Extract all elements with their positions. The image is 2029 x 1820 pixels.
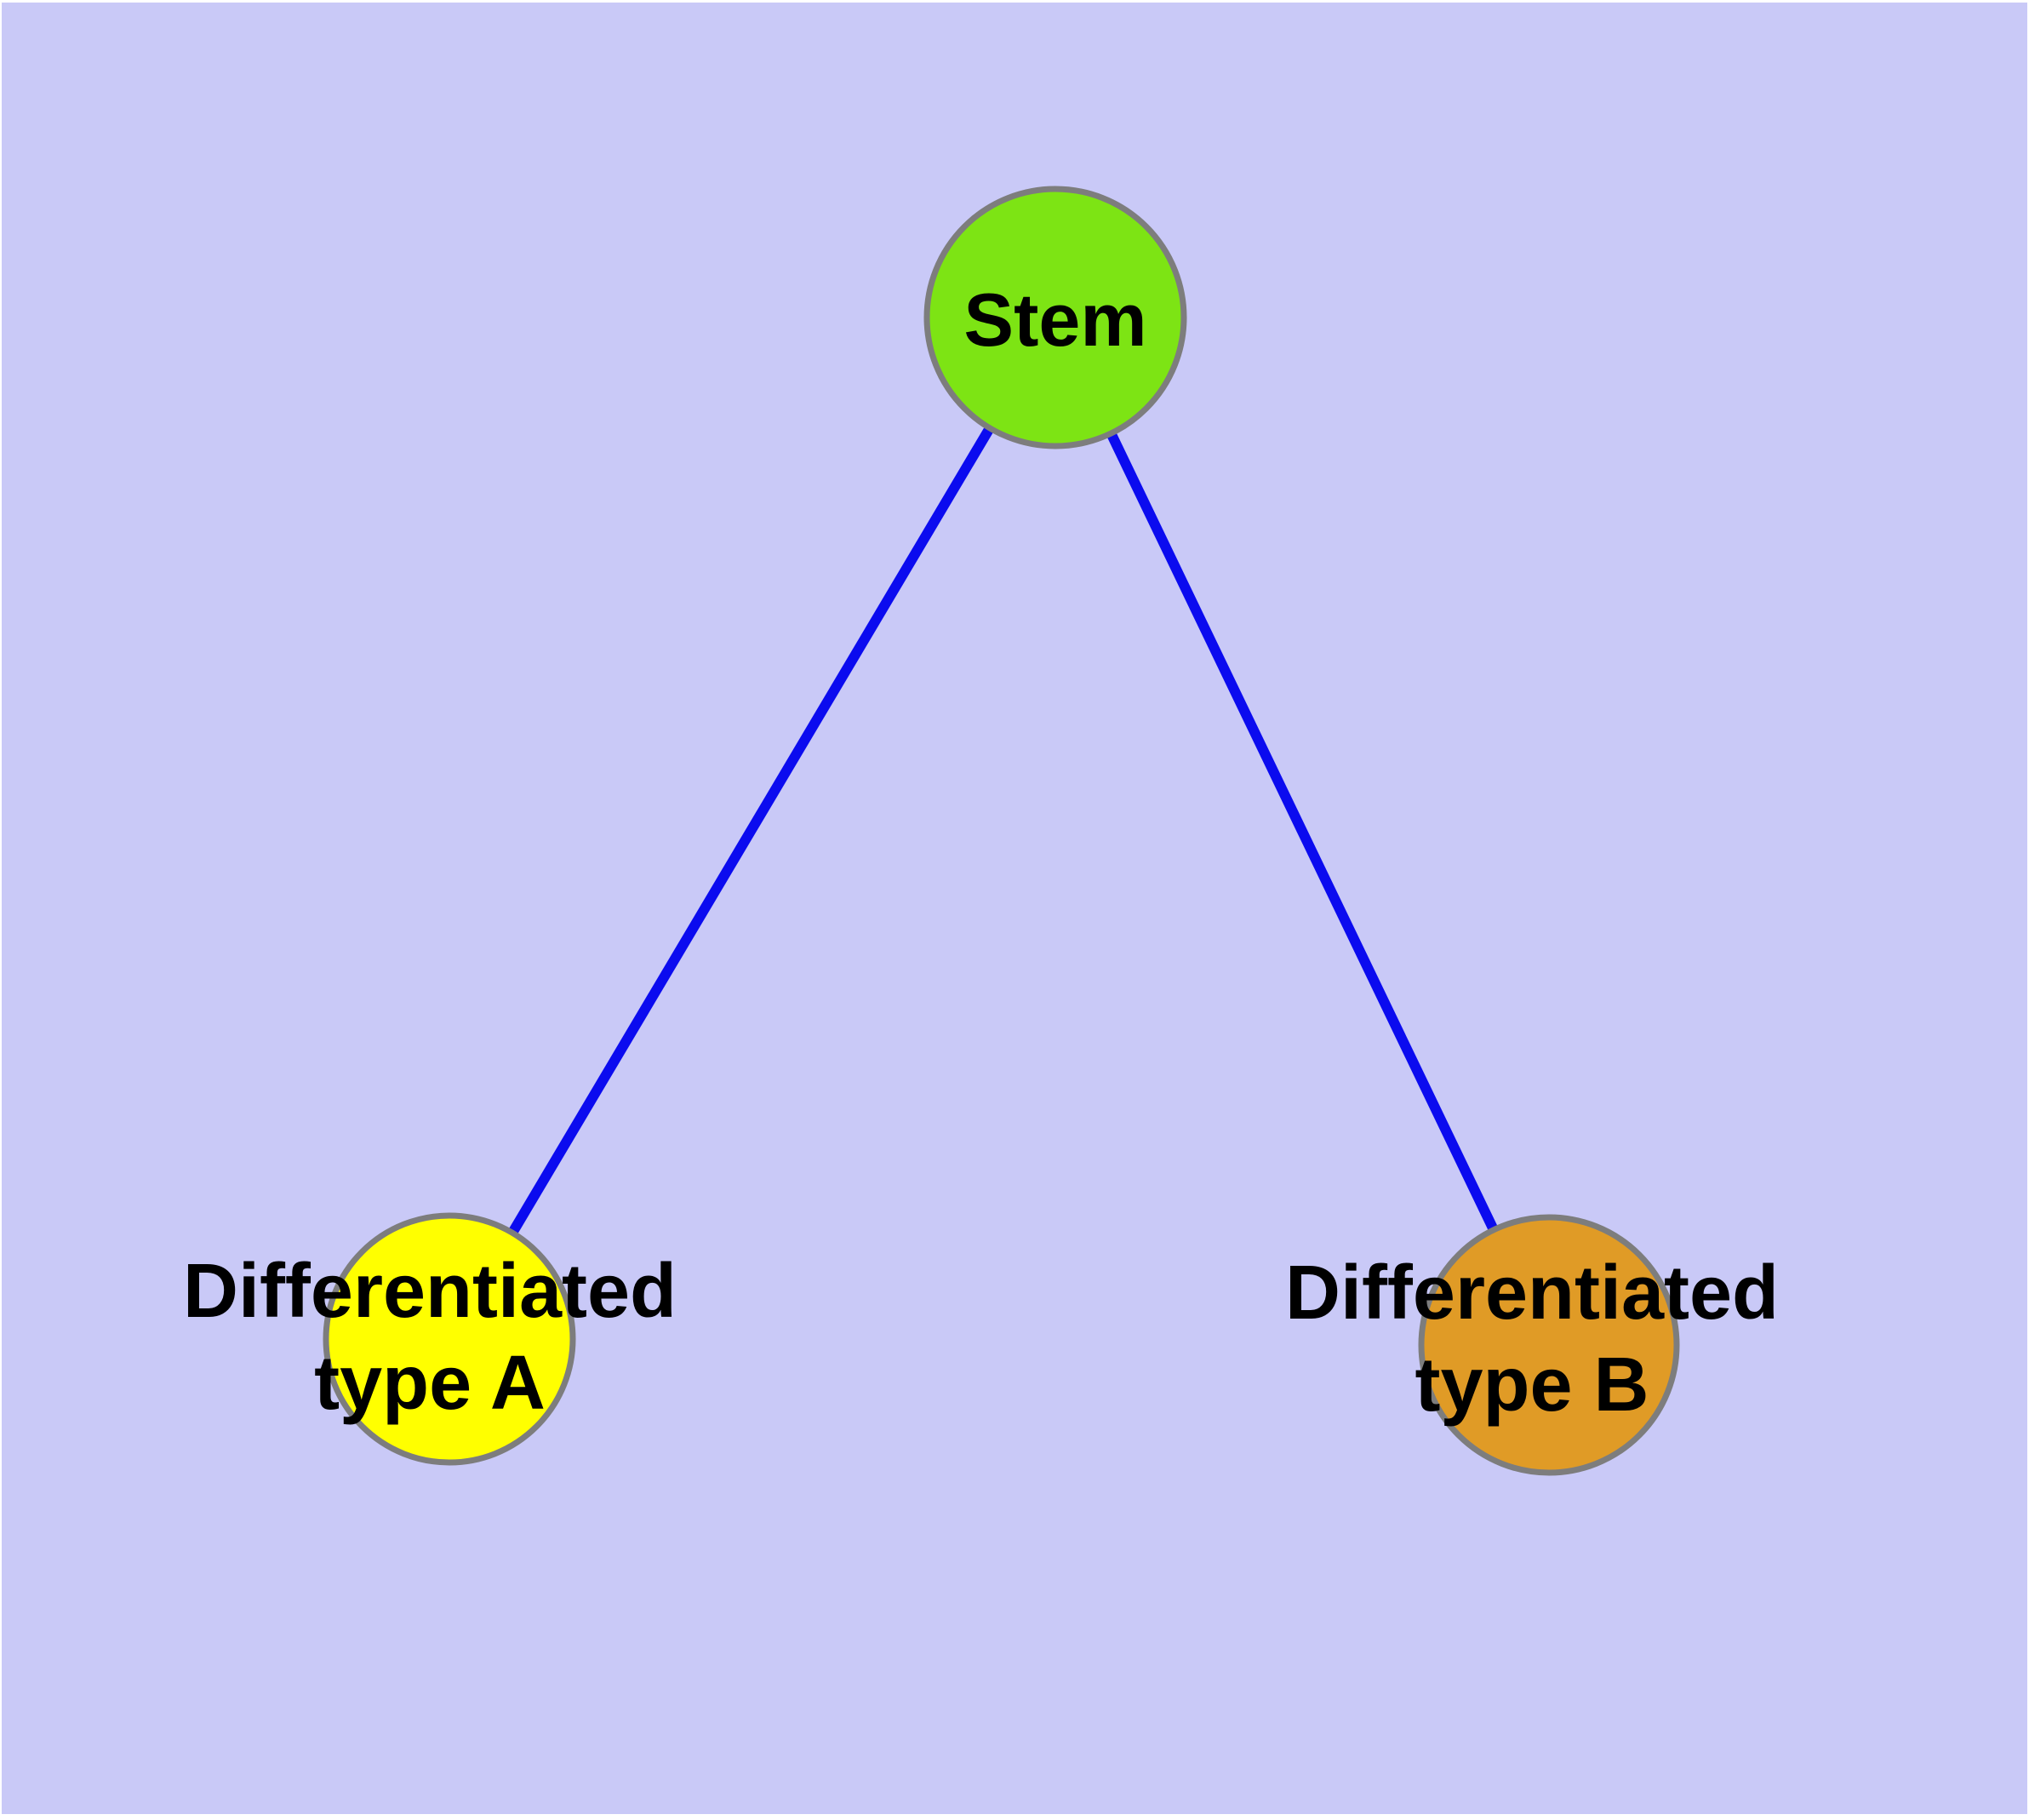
node-stem-label: Stem xyxy=(963,278,1146,362)
edge-stem-to-type-b xyxy=(1050,315,1554,1348)
node-type-a-circle xyxy=(323,1212,576,1466)
node-type-a-label-line-1: Differentiated xyxy=(183,1249,677,1334)
node-type-a-label-line-2: type A xyxy=(314,1341,546,1426)
node-stem-circle xyxy=(923,186,1187,449)
node-differentiated-type-a: Differentiated type A xyxy=(183,1212,677,1466)
node-type-b-label-line-1: Differentiated xyxy=(1285,1251,1779,1336)
node-type-b-label-line-2: type B xyxy=(1415,1342,1649,1428)
edge-group xyxy=(444,314,1554,1348)
edge-stem-to-type-a xyxy=(444,314,1060,1342)
node-type-b-circle xyxy=(1418,1214,1680,1476)
node-differentiated-type-b: Differentiated type B xyxy=(1285,1214,1779,1476)
node-stem: Stem xyxy=(923,186,1187,449)
